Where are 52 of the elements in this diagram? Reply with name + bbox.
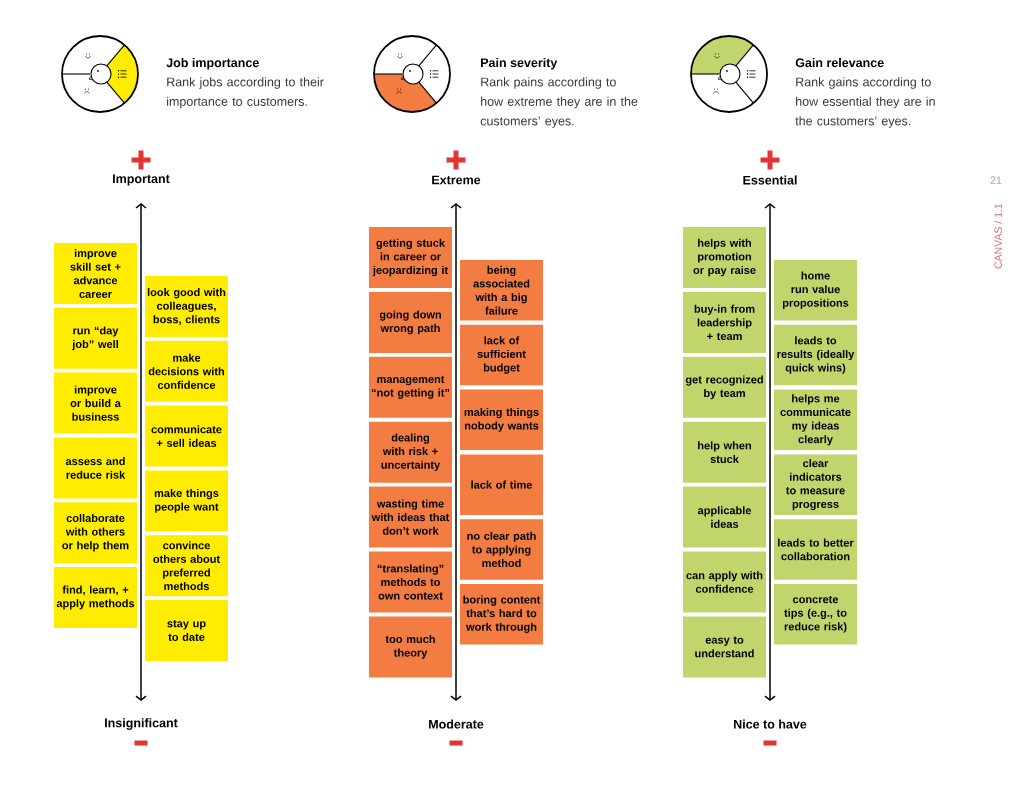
heading: Job importance xyxy=(166,57,259,70)
description: Rank gains according to how essential they are in the customers’ eyes. xyxy=(795,77,935,128)
sticky-note: buy-in from leadership + team xyxy=(683,291,766,353)
sticky-note: lack of sufficient budget xyxy=(460,324,543,386)
axis-label: Extreme xyxy=(432,175,481,185)
sticky-note: making things nobody wants xyxy=(460,389,543,451)
sticky-note: going down wrong path xyxy=(369,291,452,353)
sticky-note: make things people want xyxy=(145,470,228,532)
sticky-note: helps me communicate my ideas clearly xyxy=(774,389,857,451)
axis-label: Moderate xyxy=(429,719,484,729)
axis-label: Nice to have xyxy=(734,719,807,729)
sticky-note: helps with promotion or pay raise xyxy=(683,227,766,288)
sticky-note: get recognized by team xyxy=(683,356,766,418)
heading: Pain severity xyxy=(481,57,558,70)
sticky-note: stay up to date xyxy=(145,600,228,661)
sticky-note: boring content that’s hard to work through xyxy=(460,584,543,645)
sticky-note: improve skill set + advance career xyxy=(54,243,137,304)
sticky-note: can apply with confidence xyxy=(683,551,766,613)
sticky-note: easy to understand xyxy=(683,616,766,678)
sticky-note: assess and reduce risk xyxy=(54,437,137,499)
sticky-note: improve or build a business xyxy=(54,372,137,434)
sticky-note: make decisions with confidence xyxy=(145,340,228,402)
sticky-note: applicable ideas xyxy=(683,486,766,548)
section-label: CANVAS / 1.1 xyxy=(994,203,1002,269)
sticky-note: convince others about preferred methods xyxy=(145,535,228,597)
sticky-note: no clear path to applying method xyxy=(460,519,543,580)
sticky-note: lack of time xyxy=(460,454,543,515)
sticky-note: home run value propositions xyxy=(774,260,857,321)
axis-label: Insignificant xyxy=(105,718,178,730)
sticky-note: concrete tips (e.g., to reduce risk) xyxy=(774,584,857,645)
sticky-note: run “day job” well xyxy=(54,307,137,369)
sticky-note: being associated with a big failure xyxy=(460,260,543,321)
axis-label: Important xyxy=(113,174,170,186)
sticky-note: management “not getting it” xyxy=(369,356,452,418)
description: Rank pains according to how extreme they are in the customers’ eyes. xyxy=(480,77,638,128)
sticky-note: look good with colleagues, boss, clients xyxy=(145,276,228,337)
sticky-note: dealing with risk + uncertainty xyxy=(369,421,452,483)
sticky-note: find, learn, + apply methods xyxy=(54,567,137,628)
sticky-note: wasting time with ideas that don’t work xyxy=(369,486,452,548)
sticky-note: too much theory xyxy=(369,616,452,678)
sticky-note: communicate + sell ideas xyxy=(145,405,228,467)
axis-label: Essential xyxy=(743,175,797,185)
sticky-note: clear indicators to measure progress xyxy=(774,454,857,515)
sticky-note: leads to better collaboration xyxy=(774,519,857,580)
description: Rank jobs according to their importance to customers. xyxy=(167,77,324,109)
sticky-note: collaborate with others or help them xyxy=(54,502,137,564)
sticky-note: getting stuck in career or jeopardizing it xyxy=(369,227,452,288)
page-number: 21 xyxy=(990,176,1002,184)
sticky-note: “translating” methods to own context xyxy=(369,551,452,613)
sticky-note: leads to results (ideally quick wins) xyxy=(774,324,857,386)
heading: Gain relevance xyxy=(795,57,884,68)
sticky-note: help when stuck xyxy=(683,421,766,483)
